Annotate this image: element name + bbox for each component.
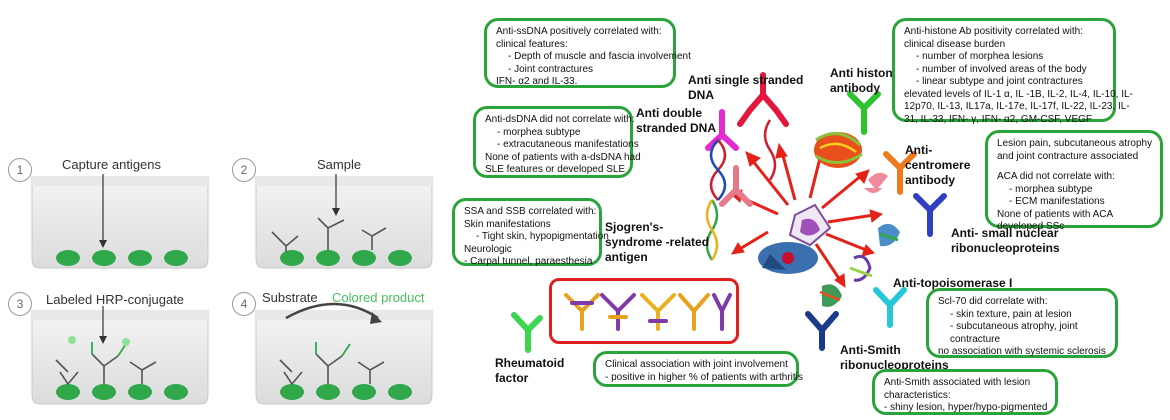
antibody-rf-icon [511,312,543,353]
box-line: contracture [950,333,1001,345]
antibody-dsdna-icon [705,109,739,151]
label-rheumatoid-factor: Rheumatoid factor [495,356,565,385]
box-anti-ssdna: Anti-ssDNA positively correlated with: c… [484,18,691,88]
box-line: SSA and SSB correlated with: [464,206,597,217]
dna-ssdna-icon [763,119,777,181]
box-line: - extracutaneous manifestations [497,139,639,150]
topo-protein-icon [849,254,873,282]
box-line: Anti-dsDNA did not correlate with: [485,114,635,125]
box-line: SLE features or developed SLE [485,164,626,175]
box-line: characteristics: [884,389,951,401]
box-line: Skin manifestations [464,218,551,230]
smith-protein-icon [819,284,842,307]
antibody-glyphs [511,72,947,353]
box-line: - morphea subtype [497,126,581,138]
step-label: Substrate [262,290,318,305]
well-1 [31,174,209,269]
step-extra-label: Colored product [332,290,425,305]
box-line: - linear subtype and joint contractures [916,76,1083,87]
antibody-ssdna-icon [737,72,789,127]
rf-antibodies-panel [549,278,739,344]
box-line: 31, IL-33, IFN- γ, IFN- α2, GM-CSF, VEGF [904,113,1093,125]
antibody-ssa-icon [719,165,753,207]
ssa-dna-icon [705,199,719,261]
box-line: Neurologic [464,243,512,255]
box-line: no association with systemic sclerosis [938,346,1106,357]
well-3 [31,306,209,405]
box-line: IFN- α2 and IL-33. [496,76,578,87]
box-line: None of patients with ACA [997,208,1114,220]
box-scl70: Scl-70 did correlate with: - skin textur… [926,288,1118,358]
box-line: - positive in higher % of patients with … [605,371,803,383]
box-line: - morphea subtype [1009,183,1093,195]
box-line: - Joint contractures [508,63,594,75]
rf-immune-complexes-graphic [564,293,732,331]
box-line: - shiny lesion, hyper/hypo-pigmented [884,402,1048,413]
box-line: Scl-70 did correlate with: [938,296,1048,307]
label-anti-snrnp: Anti- small nuclear ribonucleoproteins [951,226,1060,255]
box-line: and joint contracture associated [997,150,1139,162]
step-number: 1 [8,158,32,182]
elisa-wells-graphic [31,174,433,405]
box-line: 12p70, IL-13, IL17a, IL-17e, IL-17f, IL-… [904,101,1130,112]
box-ssa-ssb: SSA and SSB correlated with: Skin manife… [452,198,609,267]
label-anti-topo: Anti-topoisomerase I [893,276,1013,290]
box-anti-smith: Anti-Smith associated with lesion charac… [872,369,1058,415]
antibody-centromere-icon [883,151,917,195]
box-line: Lesion pain, subcutaneous atrophy [997,138,1153,149]
antibody-smith-icon [805,311,839,351]
box-line: developed SSc [997,221,1065,232]
box-line: elevated levels of IL-1 α, IL -1B, IL-2,… [904,88,1133,100]
antibody-snrnp-icon [913,193,947,237]
box-line: None of patients with a-dsDNA had [485,151,641,163]
label-anti-smith: Anti-Smith ribonucleoproteins [840,343,949,372]
dna-dsdna-icon [709,139,727,201]
box-line: - Carpal tunnel, paraesthesia [464,256,593,267]
box-anti-dsdna: Anti-dsDNA did not correlate with: - mor… [473,106,641,178]
box-line: - Depth of muscle and fascia involvement [508,51,691,62]
antibody-diagram [511,72,947,353]
box-line: clinical features: [496,38,568,50]
step-label: Sample [317,157,362,172]
centromere-icon [864,172,888,193]
box-rheumatoid-factor: Clinical association with joint involvem… [593,351,803,387]
box-line: Anti-ssDNA positively correlated with: [496,26,662,37]
box-line: - Tight skin, hypopigmentation [476,231,609,242]
step-number: 2 [232,158,256,182]
label-anti-dsdna: Anti double stranded DNA [636,106,717,135]
box-spacer [997,163,1151,171]
label-sjogren: Sjogren's-syndrome -related antigen [605,220,710,264]
label-anti-ssdna: Anti single stranded DNA [688,73,804,102]
well-4 [255,302,433,405]
step-number: 3 [8,292,32,316]
antibody-histone-icon [847,91,881,135]
snrnp-protein-icon [878,223,900,247]
well-2 [255,174,433,269]
box-line: ACA did not correlate with: [997,171,1115,182]
step-number: 4 [232,292,256,316]
histone-icon [814,132,863,168]
box-anti-centromere: Lesion pain, subcutaneous atrophy and jo… [985,130,1163,232]
box-line: Anti-histone Ab positivity correlated wi… [904,26,1083,37]
box-anti-histone: Anti-histone Ab positivity correlated wi… [892,18,1133,125]
label-anti-centromere: Anti-centromere antibody [905,143,971,187]
central-cell [758,203,832,274]
box-line: Clinical association with joint involvem… [605,359,788,370]
box-line: - subcutaneous atrophy, joint [950,321,1078,332]
step-label: Labeled HRP-conjugate [46,292,185,307]
box-line: - skin texture, pain at lesion [950,308,1072,320]
box-line: - number of involved areas of the body [916,63,1087,75]
box-line: - number of morphea lesions [916,51,1044,62]
antibody-topo-icon [873,287,907,328]
box-line: clinical disease burden [904,38,1006,50]
step-label: Capture antigens [62,157,162,172]
box-line: - ECM manifestations [1009,196,1105,207]
label-anti-histone: Anti histone antibody [830,66,900,95]
box-line: Anti-Smith associated with lesion [884,377,1031,388]
